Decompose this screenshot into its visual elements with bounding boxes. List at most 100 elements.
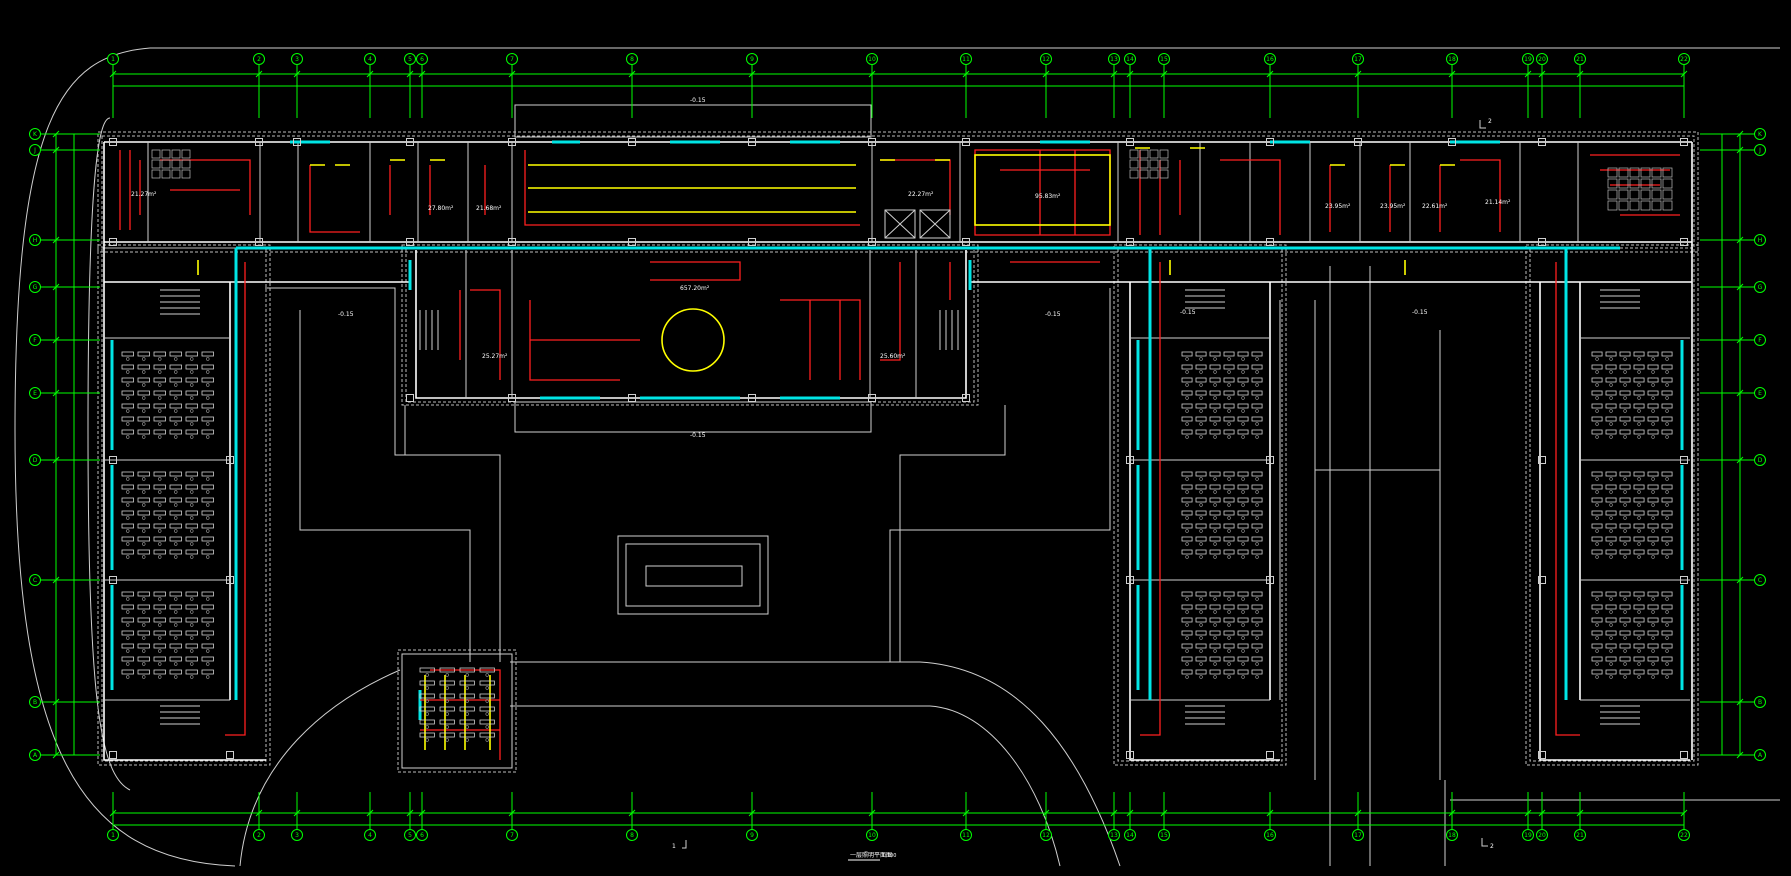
axis-bubble-top (364, 53, 376, 65)
axis-label-bottom: 17 (1354, 832, 1362, 839)
axis-label-top: 9 (750, 56, 754, 63)
axis-bubble-top (1108, 53, 1120, 65)
axis-label-bottom: 6 (420, 832, 424, 839)
axis-label-top: 10 (868, 56, 876, 63)
axis-bubble-bottom (404, 829, 416, 841)
axis-bubble-bottom (1124, 829, 1136, 841)
axis-label-bottom: 18 (1448, 832, 1456, 839)
room-area-label: 22.61m² (1422, 203, 1448, 210)
axis-label-right: D (1758, 457, 1763, 464)
level-mark: -0.15 (690, 97, 706, 104)
axis-bubble-right (1754, 281, 1766, 293)
axis-bubble-top (291, 53, 303, 65)
room-area-label: 23.95m² (1325, 203, 1351, 210)
axis-label-bottom: 14 (1126, 832, 1134, 839)
room-area-label: 25.27m² (482, 353, 508, 360)
stairs (160, 209, 1640, 725)
axis-bubble-left (29, 696, 41, 708)
room-area-label: 22.27m² (908, 191, 934, 198)
axis-bubble-bottom (364, 829, 376, 841)
light-fixtures (197, 147, 1455, 750)
axis-bubble-bottom (1264, 829, 1276, 841)
axis-bubble-top (746, 53, 758, 65)
section-marks: 1 2 2 (672, 118, 1494, 850)
axis-bubble-right (1754, 144, 1766, 156)
axis-bubble-right (1754, 334, 1766, 346)
axis-label-top: 19 (1524, 56, 1532, 63)
axis-bubble-right (1754, 387, 1766, 399)
axis-bubble-top (253, 53, 265, 65)
room-area-label: 23.95m² (1380, 203, 1406, 210)
axis-label-top: 20 (1538, 56, 1546, 63)
axis-label-top: 22 (1680, 56, 1688, 63)
axis-bubble-top (866, 53, 878, 65)
axis-label-top: 3 (295, 56, 299, 63)
section-mark: 2 (1490, 843, 1494, 850)
axis-label-bottom: 9 (750, 832, 754, 839)
room-area-label: 21.27m² (131, 191, 157, 198)
axis-grid: 1122334455667788991010111112121313141415… (29, 53, 1766, 841)
axis-bubble-top (506, 53, 518, 65)
section-mark: 2 (1488, 118, 1492, 125)
drawing-title-block: 一层照明平面图 1:100 (848, 852, 896, 861)
axis-label-bottom: 1 (111, 832, 115, 839)
axis-label-left: E (33, 390, 37, 397)
axis-bubble-top (107, 53, 119, 65)
level-marks: -0.15 -0.15 -0.15 -0.15 -0.15 -0.15 (338, 97, 1428, 439)
axis-bubble-top (416, 53, 428, 65)
axis-bubble-top (1446, 53, 1458, 65)
axis-bubble-right (1754, 574, 1766, 586)
axis-bubble-bottom (746, 829, 758, 841)
axis-bubble-bottom (960, 829, 972, 841)
axis-bubble-bottom (626, 829, 638, 841)
room-area-label: 657.20m² (680, 285, 710, 292)
axis-label-bottom: 12 (1042, 832, 1050, 839)
axis-label-bottom: 5 (408, 832, 412, 839)
building-outline (97, 104, 1699, 773)
axis-label-bottom: 16 (1266, 832, 1274, 839)
axis-bubble-top (1536, 53, 1548, 65)
axis-bubble-top (1352, 53, 1364, 65)
axis-label-top: 4 (368, 56, 372, 63)
axis-label-top: 13 (1110, 56, 1118, 63)
axis-label-left: F (33, 337, 37, 344)
axis-bubble-left (29, 574, 41, 586)
axis-bubble-left (29, 281, 41, 293)
axis-label-top: 18 (1448, 56, 1456, 63)
axis-label-right: A (1758, 752, 1763, 759)
room-area-label: 27.80m² (428, 205, 454, 212)
window-lines (110, 140, 1684, 720)
courtyard-outlines (265, 287, 1441, 780)
axis-label-bottom: 4 (368, 832, 372, 839)
axis-bubble-bottom (1158, 829, 1170, 841)
axis-label-right: H (1758, 237, 1763, 244)
axis-bubble-bottom (1574, 829, 1586, 841)
axis-bubble-right (1754, 128, 1766, 140)
axis-bubble-bottom (107, 829, 119, 841)
axis-label-left: D (33, 457, 38, 464)
axis-label-right: K (1758, 131, 1763, 138)
axis-bubble-right (1754, 234, 1766, 246)
axis-bubble-right (1754, 454, 1766, 466)
axis-label-top: 16 (1266, 56, 1274, 63)
axis-bubble-left (29, 454, 41, 466)
classroom-desks (121, 149, 1673, 742)
section-mark: 1 (672, 843, 676, 850)
level-mark: -0.15 (1045, 311, 1061, 318)
axis-label-right: C (1758, 577, 1762, 584)
axis-bubble-left (29, 334, 41, 346)
level-mark: -0.15 (690, 432, 706, 439)
level-mark: -0.15 (1180, 309, 1196, 316)
axis-label-top: 21 (1576, 56, 1584, 63)
axis-bubble-bottom (1108, 829, 1120, 841)
axis-bubble-bottom (1040, 829, 1052, 841)
axis-bubble-bottom (1446, 829, 1458, 841)
drawing-scale: 1:100 (882, 853, 896, 859)
axis-bubble-left (29, 234, 41, 246)
axis-label-left: A (33, 752, 38, 759)
axis-label-top: 14 (1126, 56, 1134, 63)
axis-bubble-left (29, 128, 41, 140)
axis-bubble-top (1678, 53, 1690, 65)
level-mark: -0.15 (1412, 309, 1428, 316)
